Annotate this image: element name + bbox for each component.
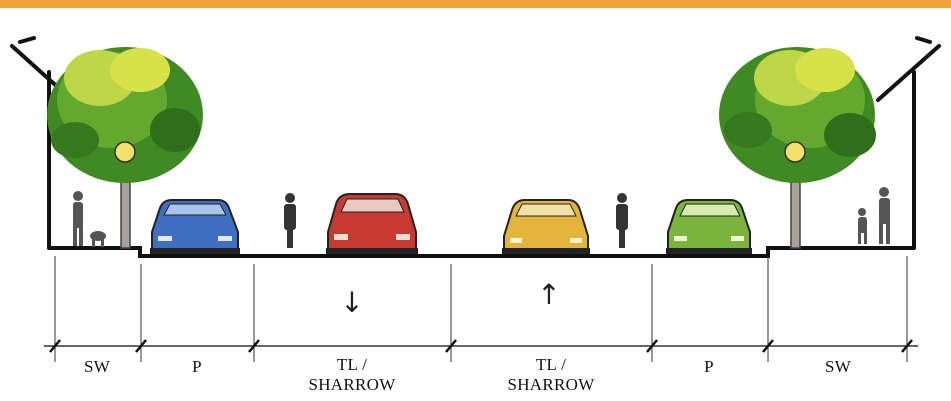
pedestrian-with-dog xyxy=(73,191,106,247)
tree-right xyxy=(719,47,876,249)
dimension-line xyxy=(44,256,918,362)
segment-label-tl-left-line2: SHARROW xyxy=(308,375,396,394)
car-yellow xyxy=(502,199,590,254)
cyclist-left xyxy=(284,193,296,248)
car-blue xyxy=(150,199,240,254)
segment-label-tl-left-line1: TL / xyxy=(337,355,367,374)
cyclist-right xyxy=(616,193,628,248)
pedestrians-right xyxy=(858,187,890,244)
car-green xyxy=(666,199,752,254)
segment-label-p-left: P xyxy=(192,357,202,376)
segment-label-p-right: P xyxy=(704,357,714,376)
segment-label-sw-left: SW xyxy=(84,357,111,376)
tree-left xyxy=(47,47,203,249)
dimension-ticks xyxy=(49,339,913,353)
segment-label-tl-right-line1: TL / xyxy=(536,355,566,374)
accent-bar xyxy=(0,0,951,8)
segment-label-tl-right-line2: SHARROW xyxy=(507,375,595,394)
car-red xyxy=(326,193,418,254)
lane-arrow-up: ↑ xyxy=(537,278,560,311)
lane-arrow-down: ↓ xyxy=(340,286,363,319)
building-right xyxy=(876,36,941,250)
segment-label-sw-right: SW xyxy=(825,357,852,376)
